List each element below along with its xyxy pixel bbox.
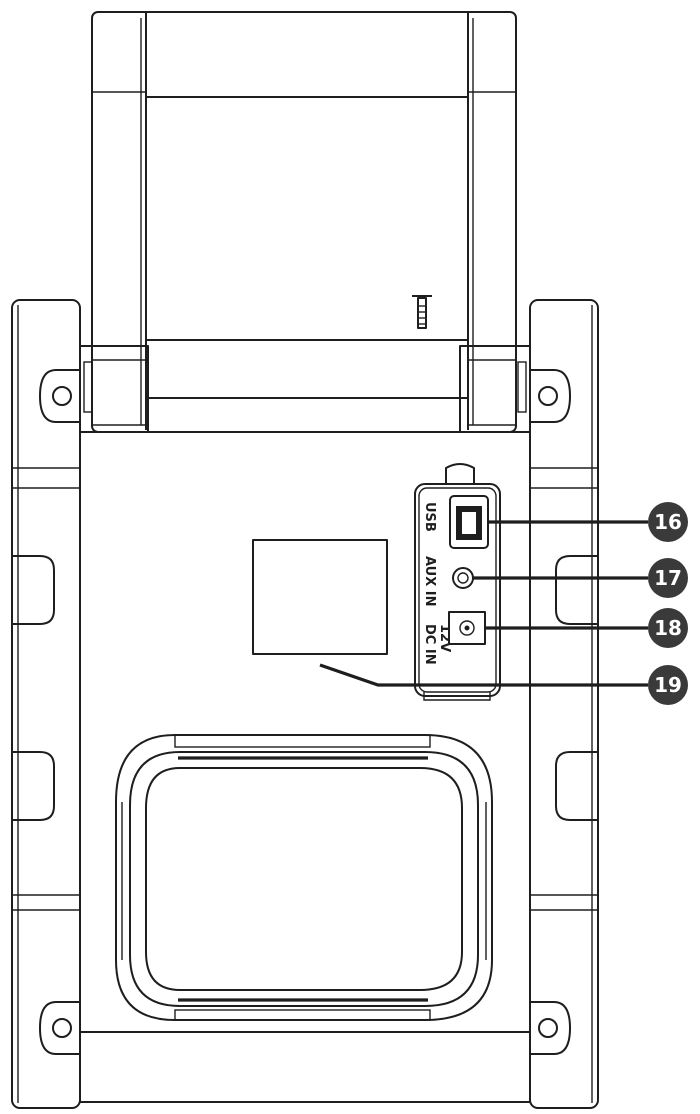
dc-in-jack [448,611,486,645]
main-body [79,340,531,1103]
callout-16: 16 [648,502,688,542]
aux-in-label: AUX IN [422,556,437,606]
hinge-left [79,345,149,433]
right-side-rail [529,299,599,1109]
leader-19 [319,663,648,687]
antenna-post [412,295,432,329]
hinge-right [459,345,531,433]
left-side-rail [11,299,81,1109]
svg-text:19: 19 [654,673,682,697]
svg-text:16: 16 [654,510,682,534]
label-plate [252,539,388,655]
svg-text:17: 17 [654,566,682,590]
svg-text:18: 18 [654,616,682,640]
callout-17: 17 [648,558,688,598]
usb-label: USB [422,502,437,532]
bottom-grip-recess [115,734,493,1021]
callout-18: 18 [648,608,688,648]
carry-handle [91,11,517,433]
callout-leaders [319,520,648,687]
usb-port [449,495,489,549]
callout-19: 19 [648,665,688,705]
dc-in-label: DC IN [422,624,437,665]
